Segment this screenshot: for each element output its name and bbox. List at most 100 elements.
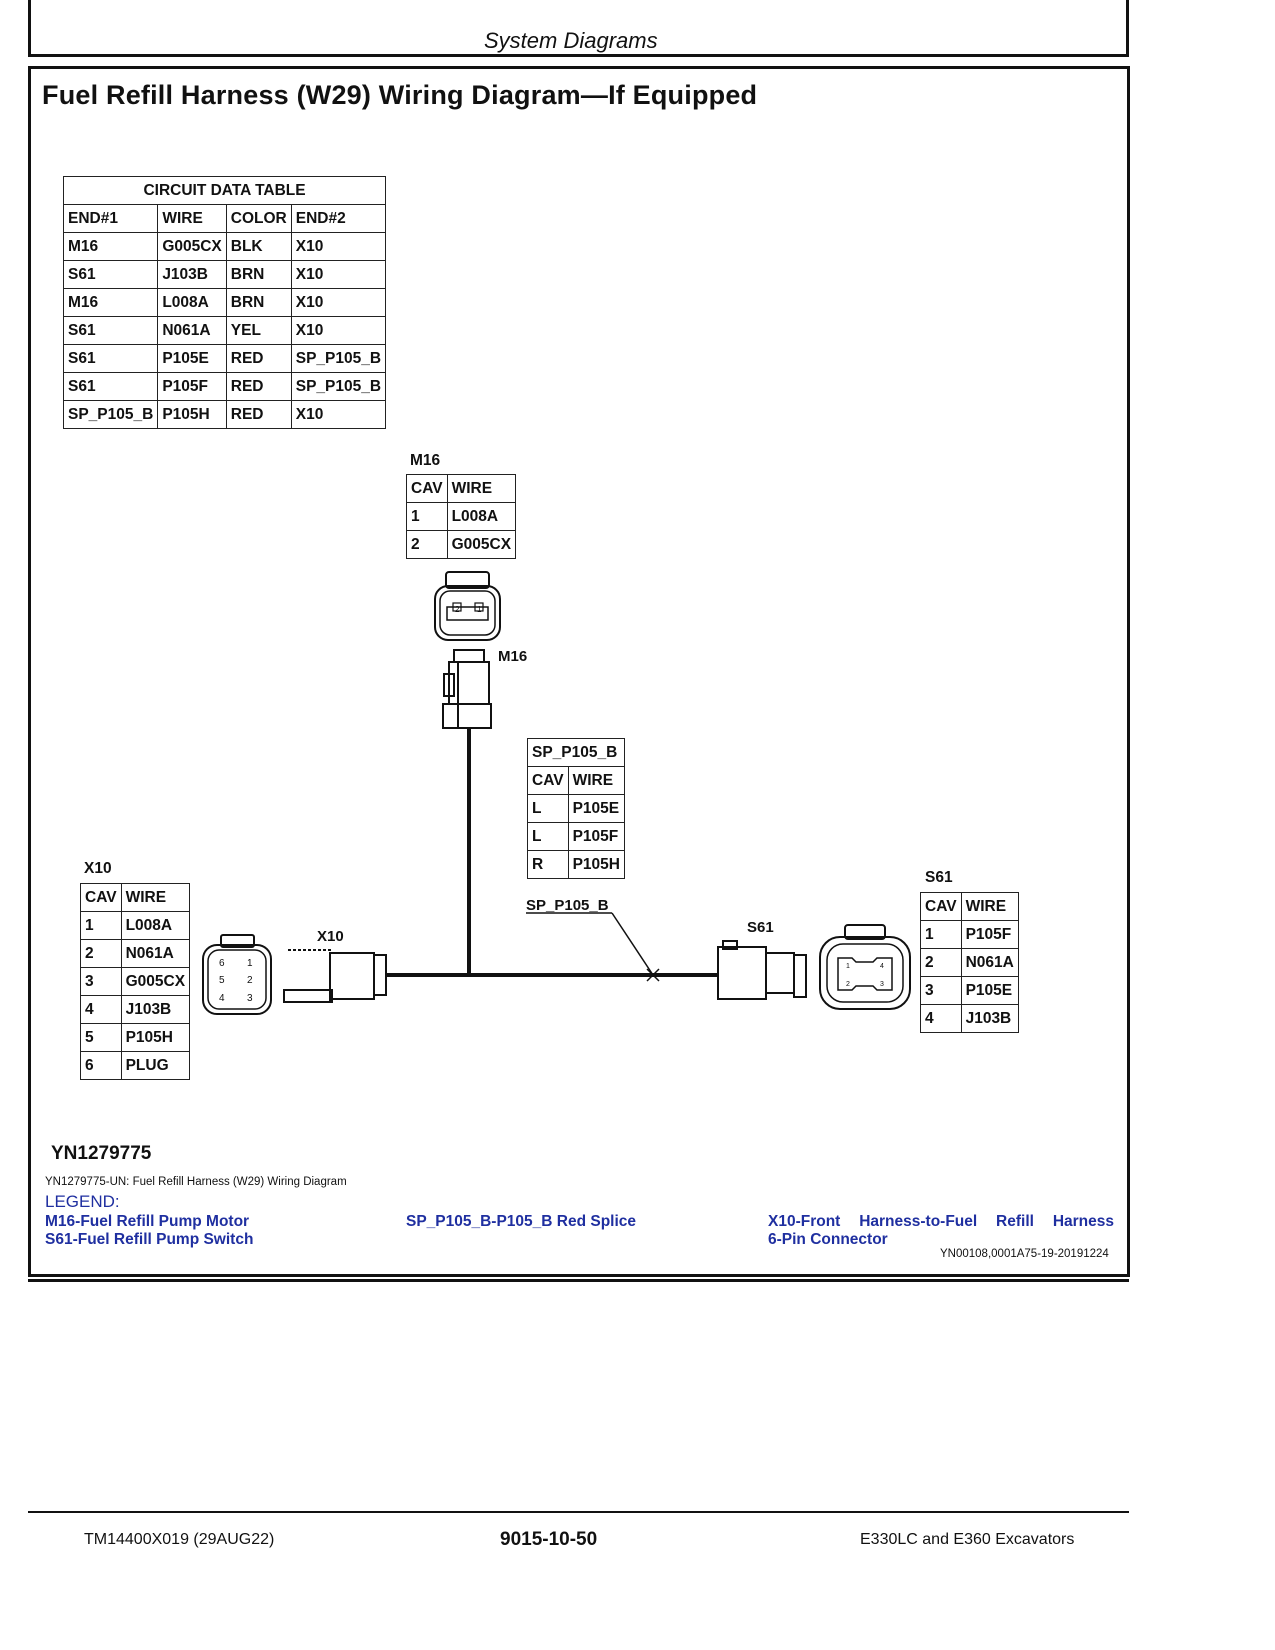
table-cell: N061A (157, 316, 227, 345)
column-header: CAV (406, 474, 448, 503)
table-cell: S61 (62, 260, 159, 289)
table-cell: 1 (80, 911, 122, 940)
column-header: WIRE (157, 204, 227, 233)
table-caption-row: CIRCUIT DATA TABLE (62, 176, 387, 205)
column-header: WIRE (567, 766, 626, 795)
table-cell: M16 (62, 232, 159, 261)
table-cell: BRN (225, 288, 292, 317)
table-cell: P105H (157, 400, 227, 429)
table-cell: P105F (567, 822, 626, 851)
table-cell: YEL (225, 316, 292, 345)
table-cell: R (527, 850, 569, 879)
footer-machine-model: E330LC and E360 Excavators (860, 1531, 1075, 1548)
table-caption: CIRCUIT DATA TABLE (62, 176, 387, 205)
column-header: WIRE (960, 892, 1019, 921)
table-cell: 2 (920, 948, 962, 977)
table-cell: BRN (225, 260, 292, 289)
table-cell: S61 (62, 344, 159, 373)
table-cell: G005CX (446, 530, 517, 559)
column-header: END#1 (62, 204, 159, 233)
table-cell: 1 (406, 502, 448, 531)
column-header: WIRE (446, 474, 517, 503)
table-cell: BLK (225, 232, 292, 261)
figure-id: YN1279775 (51, 1143, 152, 1164)
table-cell: S61 (62, 372, 159, 401)
table-caption: SP_P105_B (527, 738, 625, 767)
table-cell: PLUG (120, 1051, 191, 1080)
figure-box (28, 66, 1130, 1277)
table-cell: 3 (920, 976, 962, 1005)
table-cell: X10 (290, 288, 387, 317)
table-cell: 2 (80, 939, 122, 968)
table-cell: L (527, 822, 569, 851)
table-cell: P105E (960, 976, 1019, 1005)
table-cell: L008A (446, 502, 517, 531)
footer-page-number: 9015-10-50 (500, 1529, 598, 1550)
legend-reference: YN00108,0001A75-19-20191224 (940, 1248, 1109, 1260)
table-cell: S61 (62, 316, 159, 345)
legend-item: 6-Pin Connector (768, 1231, 888, 1248)
table-cell: N061A (120, 939, 191, 968)
table-cell: P105F (960, 920, 1019, 949)
column-header: CAV (920, 892, 962, 921)
table-header-row: END#1 WIRE COLOR END#2 (62, 204, 387, 233)
footer-rule (28, 1511, 1129, 1513)
legend-heading: LEGEND: (45, 1192, 120, 1211)
table-cell: 5 (80, 1023, 122, 1052)
table-cell: X10 (290, 316, 387, 345)
column-header: COLOR (225, 204, 292, 233)
table-cell: 4 (80, 995, 122, 1024)
table-cell: RED (225, 400, 292, 429)
table-cell: L (527, 794, 569, 823)
table-cell: P105E (157, 344, 227, 373)
figure-bottom-rule (28, 1279, 1129, 1282)
table-cell: 2 (406, 530, 448, 559)
table-cell: L008A (120, 911, 191, 940)
header-left-rule (28, 0, 31, 56)
table-cell: 4 (920, 1004, 962, 1033)
table-cell: L008A (157, 288, 227, 317)
table-cell: G005CX (157, 232, 227, 261)
circuit-data-table: CIRCUIT DATA TABLE END#1 WIRE COLOR END#… (62, 176, 387, 429)
table-cell: 6 (80, 1051, 122, 1080)
column-header: WIRE (120, 883, 191, 912)
figure-caption: YN1279775-UN: Fuel Refill Harness (W29) … (45, 1176, 347, 1188)
table-cell: J103B (960, 1004, 1019, 1033)
legend-item: X10-Front Harness-to-Fuel Refill Harness (768, 1213, 1114, 1230)
table-cell: N061A (960, 948, 1019, 977)
column-header: CAV (80, 883, 122, 912)
table-cell: SP_P105_B (62, 400, 159, 429)
table-cell: G005CX (120, 967, 191, 996)
table-cell: J103B (157, 260, 227, 289)
column-header: CAV (527, 766, 569, 795)
column-header: END#2 (290, 204, 387, 233)
table-cell: SP_P105_B (290, 344, 387, 373)
header-bottom-rule (28, 54, 1129, 57)
table-cell: P105H (120, 1023, 191, 1052)
header-right-rule (1126, 0, 1129, 56)
